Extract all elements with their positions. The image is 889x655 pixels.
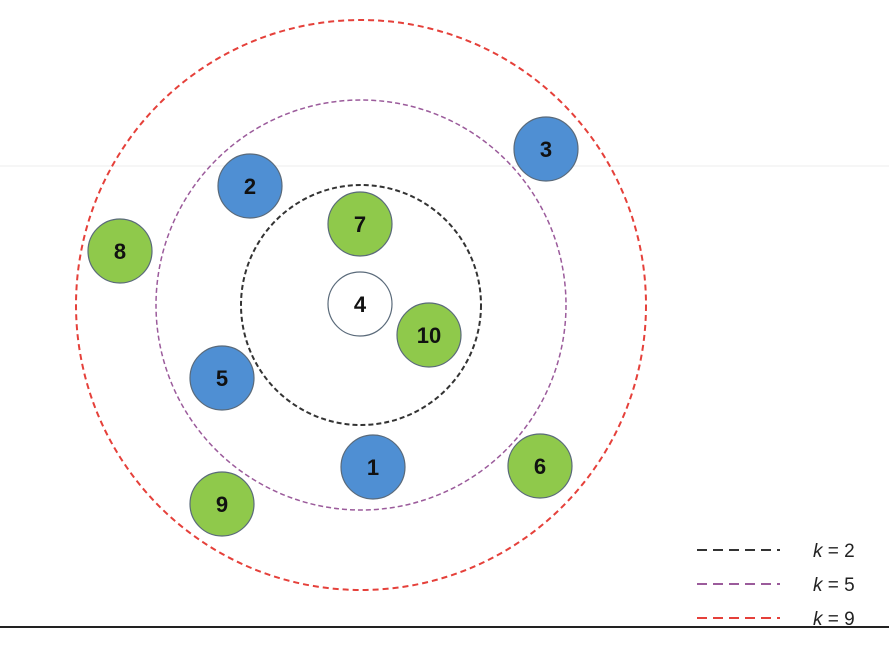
node-5: 5 [189, 345, 255, 411]
node-4: 4 [327, 271, 393, 337]
ring-k9 [75, 19, 647, 591]
node-10-label: 10 [417, 323, 441, 348]
node-3-label: 3 [540, 137, 552, 162]
ring-k5 [155, 99, 567, 511]
node-4-circle [327, 271, 393, 337]
node-1-circle [340, 434, 406, 500]
node-10: 10 [396, 302, 462, 368]
legend-item-k2: k = 2 [697, 541, 855, 562]
node-7-label: 7 [354, 212, 366, 237]
node-6-label: 6 [534, 454, 546, 479]
node-8-circle [87, 218, 153, 284]
node-7: 7 [327, 191, 393, 257]
node-5-circle [189, 345, 255, 411]
node-8: 8 [87, 218, 153, 284]
node-4-label: 4 [354, 292, 367, 317]
legend-item-k9: k = 9 [697, 609, 855, 630]
legend: k = 2 k = 5 k = 9 [697, 541, 855, 630]
node-2: 2 [217, 153, 283, 219]
node-9-circle [189, 471, 255, 537]
node-10-circle [396, 302, 462, 368]
node-2-circle [217, 153, 283, 219]
node-7-circle [327, 191, 393, 257]
legend-label-k5: k = 5 [813, 575, 855, 596]
node-3: 3 [513, 116, 579, 182]
node-1-label: 1 [367, 455, 379, 480]
node-8-label: 8 [114, 239, 126, 264]
node-1: 1 [340, 434, 406, 500]
ring-k2 [240, 184, 482, 426]
node-3-circle [513, 116, 579, 182]
legend-item-k5: k = 5 [697, 575, 855, 596]
node-2-label: 2 [244, 174, 256, 199]
node-9: 9 [189, 471, 255, 537]
node-9-label: 9 [216, 492, 228, 517]
node-5-label: 5 [216, 366, 228, 391]
node-6: 6 [507, 433, 573, 499]
legend-label-k2: k = 2 [813, 541, 855, 562]
node-6-circle [507, 433, 573, 499]
bottom-mask [0, 627, 889, 655]
legend-label-k9: k = 9 [813, 609, 855, 630]
